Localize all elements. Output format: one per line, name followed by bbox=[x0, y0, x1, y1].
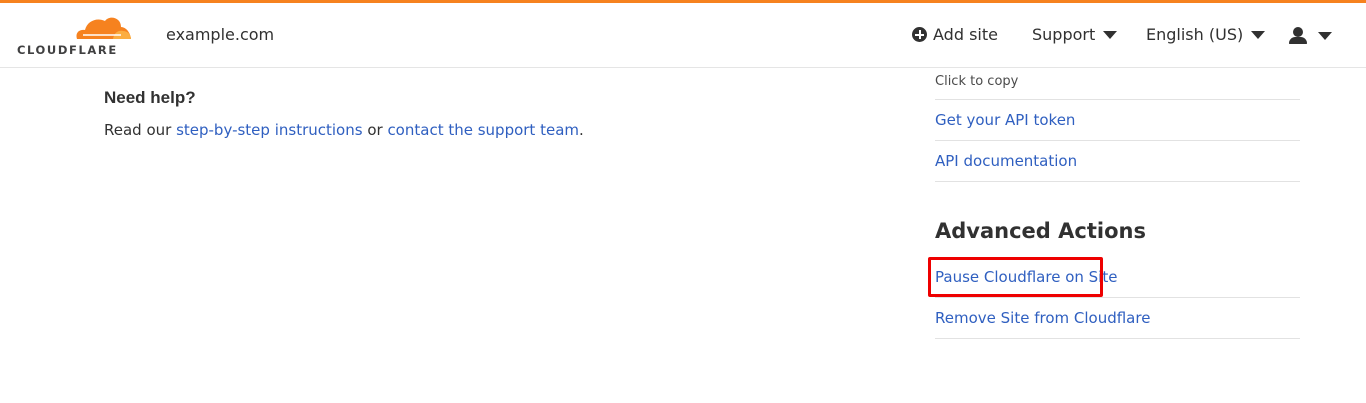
language-dropdown[interactable]: English (US) bbox=[1146, 25, 1266, 44]
api-docs-row: API documentation bbox=[935, 141, 1300, 182]
advanced-actions-title: Advanced Actions bbox=[935, 219, 1146, 243]
remove-site-link[interactable]: Remove Site from Cloudflare bbox=[935, 309, 1151, 327]
user-menu[interactable] bbox=[1289, 27, 1332, 44]
current-domain[interactable]: example.com bbox=[166, 25, 275, 44]
add-site-button[interactable]: Add site bbox=[912, 25, 998, 44]
instructions-link[interactable]: step-by-step instructions bbox=[176, 121, 363, 139]
pause-cloudflare-link[interactable]: Pause Cloudflare on Site bbox=[935, 268, 1118, 286]
click-to-copy-hint[interactable]: Click to copy bbox=[935, 68, 1300, 100]
remove-row: Remove Site from Cloudflare bbox=[935, 298, 1300, 339]
advanced-actions-section: Pause Cloudflare on Site Remove Site fro… bbox=[928, 257, 1300, 339]
caret-down-icon bbox=[1318, 31, 1332, 40]
pause-row: Pause Cloudflare on Site bbox=[928, 257, 1300, 298]
cloud-icon bbox=[76, 17, 131, 39]
user-icon bbox=[1289, 27, 1307, 44]
api-documentation-link[interactable]: API documentation bbox=[935, 152, 1078, 170]
help-text: Read our step-by-step instructions or co… bbox=[104, 121, 584, 139]
add-site-label: Add site bbox=[933, 25, 998, 44]
support-dropdown[interactable]: Support bbox=[1032, 25, 1118, 44]
cloudflare-logo[interactable]: CLOUDFLARE bbox=[17, 13, 133, 59]
api-section: Click to copy Get your API token API doc… bbox=[935, 68, 1300, 182]
brand-wordmark: CLOUDFLARE bbox=[17, 43, 118, 57]
caret-down-icon bbox=[1251, 30, 1266, 39]
top-header: CLOUDFLARE example.com Add site Support … bbox=[0, 3, 1366, 68]
need-help-section: Need help? Read our step-by-step instruc… bbox=[104, 88, 584, 139]
accent-bar bbox=[0, 0, 1366, 3]
get-api-token-link[interactable]: Get your API token bbox=[935, 111, 1076, 129]
support-label: Support bbox=[1032, 25, 1096, 44]
contact-support-link[interactable]: contact the support team bbox=[387, 121, 579, 139]
plus-circle-icon bbox=[912, 27, 927, 42]
help-title: Need help? bbox=[104, 88, 196, 107]
api-token-row: Get your API token bbox=[935, 100, 1300, 141]
language-label: English (US) bbox=[1146, 25, 1244, 44]
caret-down-icon bbox=[1103, 30, 1118, 39]
